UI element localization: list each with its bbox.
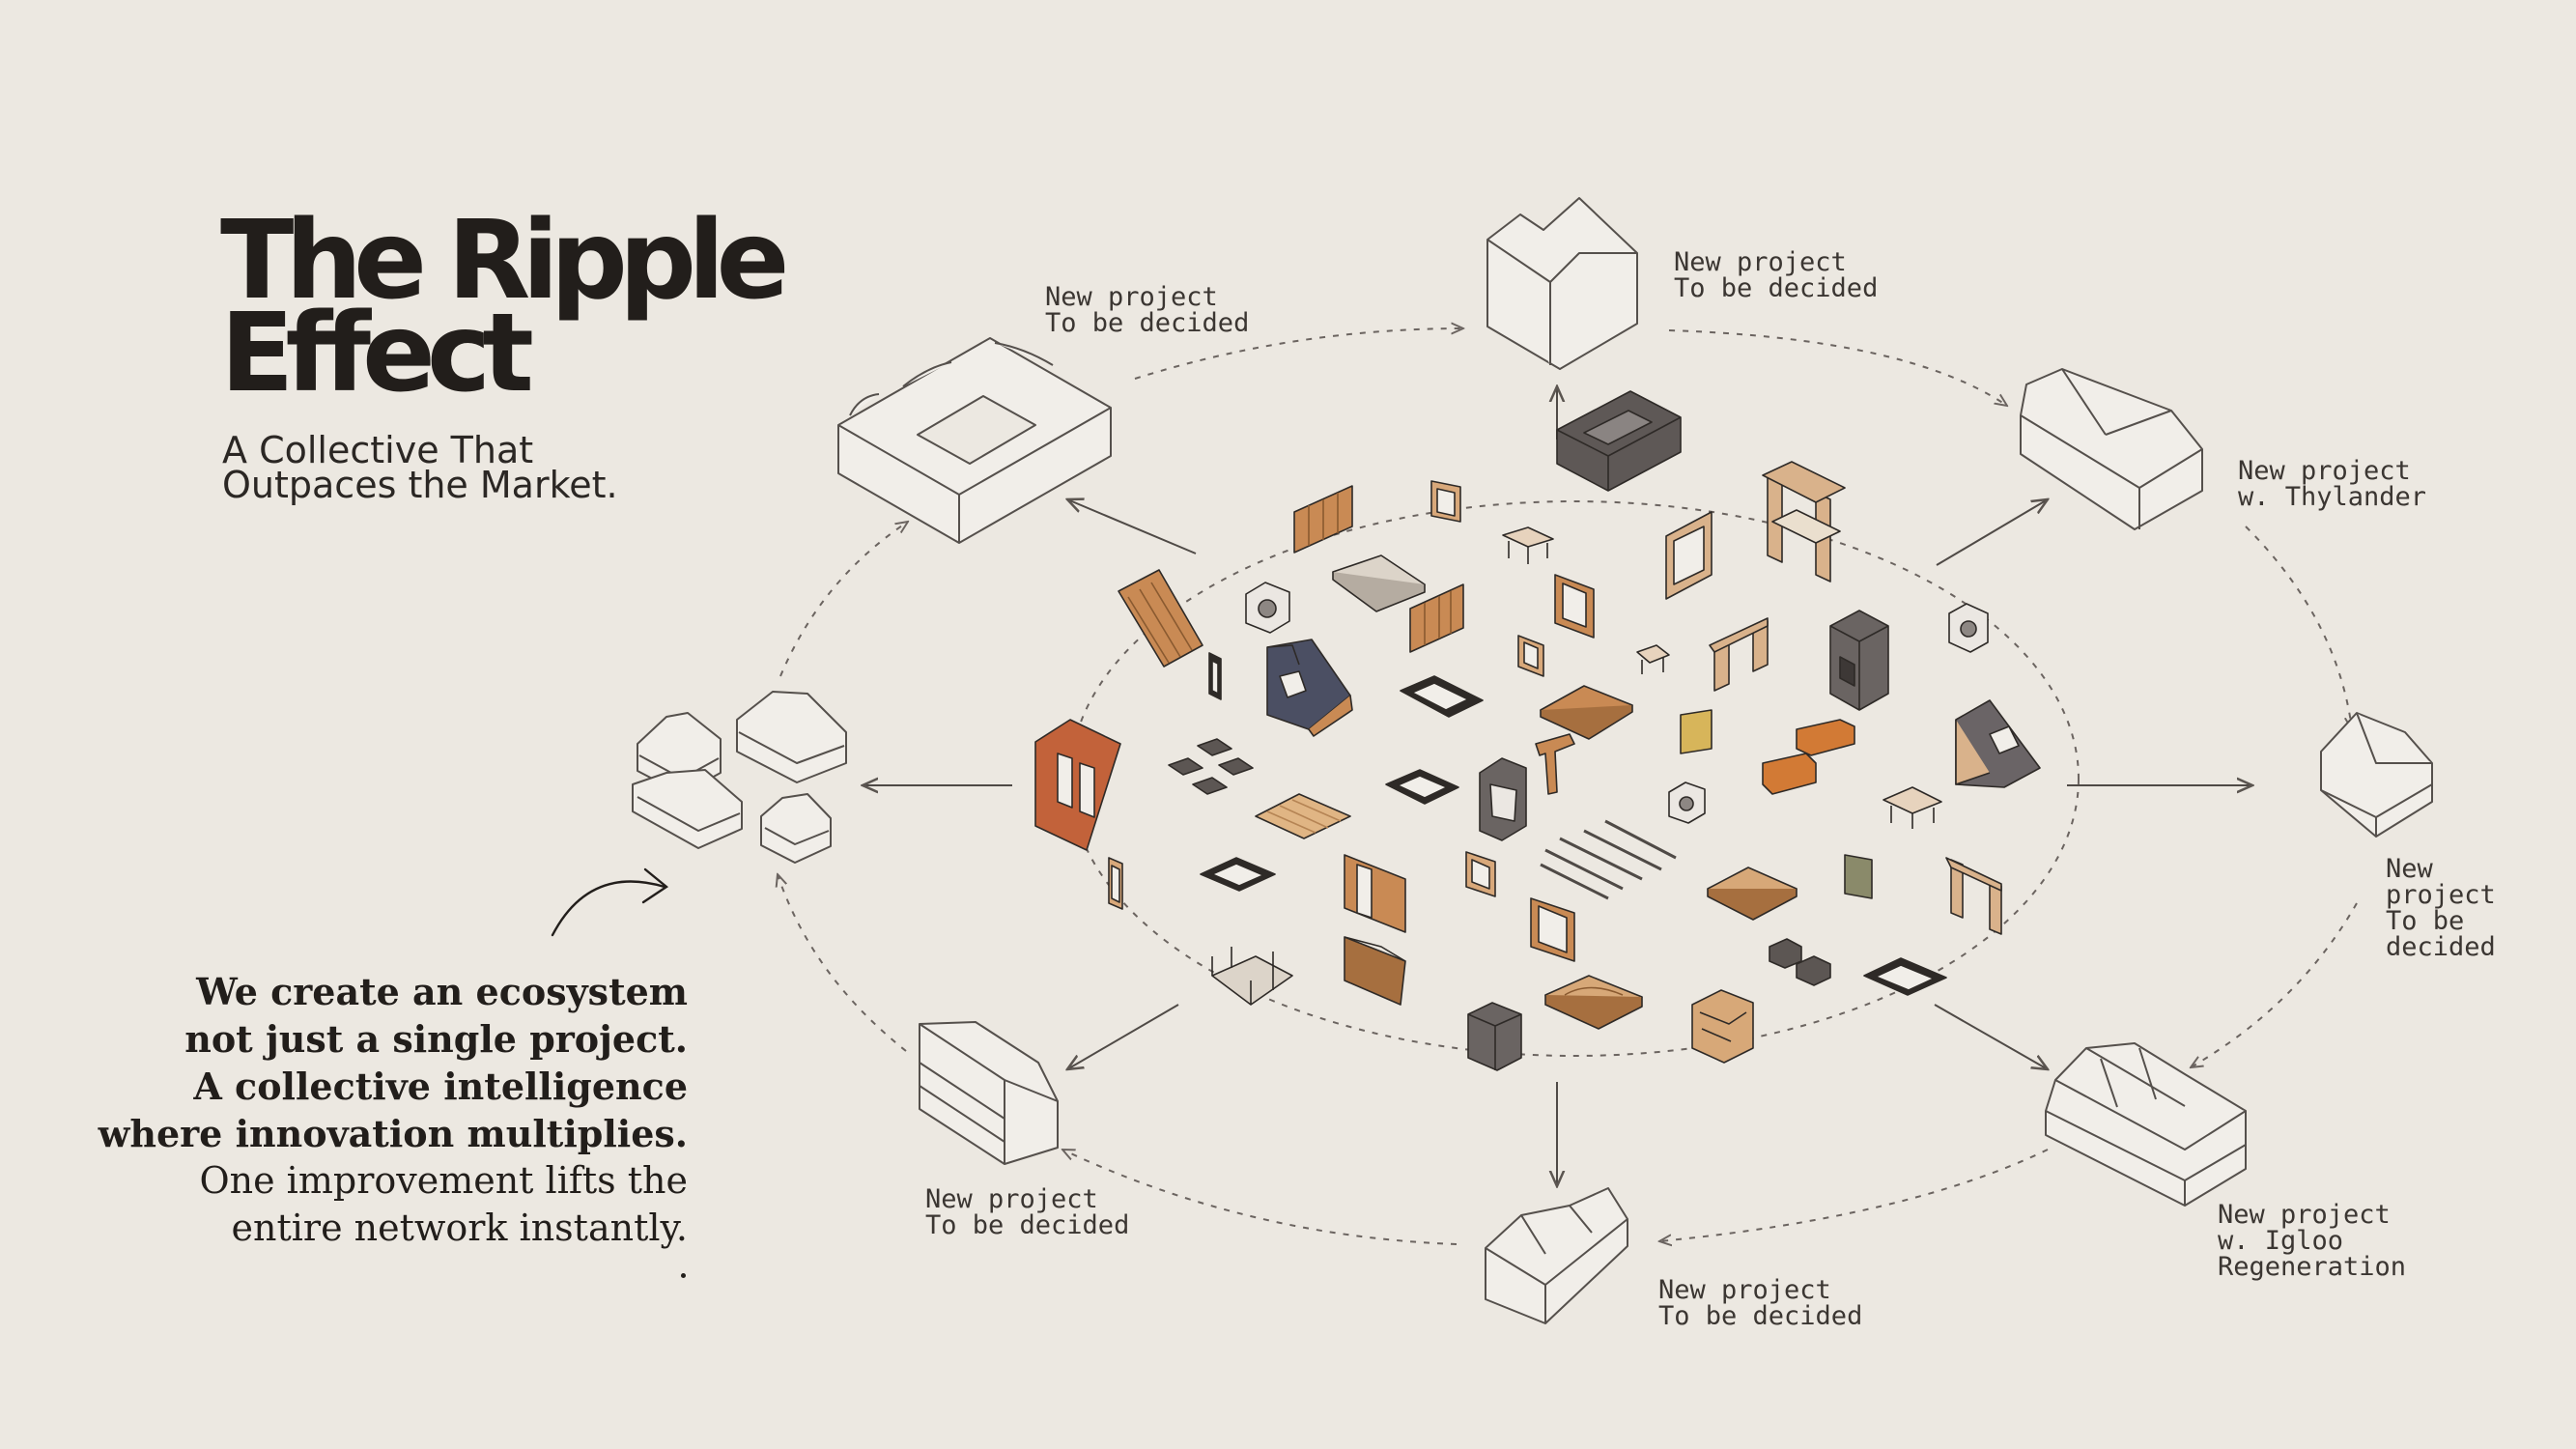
small-door-icon [1108,857,1123,910]
window-unit-icon [1400,675,1484,718]
inner-ring [1069,500,2080,1057]
project-label-line: New [2386,854,2433,884]
heat-pump-icon [1245,582,1290,634]
balcony-icon [1211,947,1293,1006]
frame-wall-icon [1709,617,1769,692]
radial-arrows [863,386,2252,1186]
courtyard-building-icon [837,337,1112,544]
project-label: New project To be decided [1658,1277,1862,1329]
timber-wall-icon [1344,936,1406,1006]
project-label-line: New project [1658,1275,1831,1305]
chair-icon [1636,644,1670,674]
house-bottom-icon [1485,1187,1628,1324]
curved-arrow-icon [551,867,669,937]
chimney-module-icon [1467,1002,1522,1071]
statement-regular-line: entire network instantly. [231,1207,688,1249]
project-label-line: To be decided [1674,273,1879,303]
component-icons [1034,390,2041,1071]
title-line-2: Effect [220,291,534,416]
floor-tile-icon [1540,685,1633,740]
statement-bold-line: A collective intelligence [193,1065,688,1108]
deck-platform-icon [1544,975,1643,1030]
project-label: New project To be decided [2386,856,2496,960]
heat-pump-right-icon [1948,603,1989,653]
roof-panel-icon [1118,569,1203,668]
project-label-line: New project [2238,456,2411,486]
project-label-line: To be decided [1045,308,1250,338]
project-label-line: decided [2386,932,2496,962]
project-label-line: To be decided [925,1210,1130,1240]
outer-ring [778,328,2358,1244]
roof-module-right-icon [1955,699,2041,788]
project-label: New project w. Thylander [2238,458,2426,510]
project-label-line: Regeneration [2218,1252,2407,1282]
beam-t-icon [1535,733,1575,795]
small-window-frame-icon [1465,851,1496,897]
project-label-line: To be [2386,906,2465,936]
project-label: New project To be decided [1045,284,1249,336]
window-icon [1385,769,1459,805]
igloo-building-icon [2045,1042,2247,1207]
l-shaped-bench-icon [1762,719,1855,795]
house-right-icon [2320,712,2433,838]
step-blocks-icon [1769,938,1831,986]
wood-panel-icon [1409,583,1464,653]
stair-frame-icon [1762,461,1846,582]
period-dot [681,1273,686,1278]
subtitle-line-1: A Collective That [222,429,534,471]
heat-pump-small-icon [1668,781,1706,824]
project-label-line: w. Thylander [2238,482,2427,512]
yellow-panel-icon [1680,709,1713,754]
title-line-1: The Ripple [220,198,789,324]
window-wall-icon [1665,511,1713,600]
wood-wall-panel-icon [1293,485,1353,554]
block-bottom-left-icon [919,1021,1059,1165]
green-panel-icon [1844,854,1873,899]
project-label-line: w. Igloo [2218,1226,2344,1256]
page-subtitle: A Collective That Outpaces the Market. [222,429,618,506]
project-label-line: New project [925,1184,1098,1214]
project-label-line: New project [2218,1200,2391,1230]
statement-bold-line: We create an ecosystem [196,970,688,1013]
floor-slab-icon [1332,554,1426,612]
project-label-line: New project [1045,282,1218,312]
foundation-pads-icon [1168,738,1254,795]
floor-section-icon [1707,867,1798,921]
corner-frame-icon [1945,857,2002,935]
wall-opening-icon [1344,854,1406,933]
screw-piles-icon [1540,819,1677,900]
door-frame-icon [1554,574,1595,639]
project-label: New project w. Igloo Regeneration [2218,1202,2406,1280]
statement-bold-line: where innovation multiplies. [98,1112,688,1155]
ecosystem-statement: We create an ecosystem not just a single… [99,968,688,1252]
project-label-line: New project [1674,247,1847,277]
window-low-icon [1200,857,1276,892]
cluster-houses-icon [632,691,847,864]
house-top-icon [1486,197,1638,370]
glazed-door-icon [1530,897,1575,962]
stove-icon [1829,610,1889,711]
project-label-line: To be decided [1658,1301,1863,1331]
project-label: New project To be decided [925,1186,1129,1238]
stair-module-icon [1691,989,1754,1064]
window-sash-icon [1863,957,1947,996]
project-label-line: project [2386,880,2496,910]
spiral-stair-icon [1479,757,1527,841]
wood-deck-icon [1255,793,1351,839]
window-frame-icon [1208,652,1222,700]
small-frame-icon [1517,635,1544,677]
small-window-icon [1430,480,1461,523]
subtitle-line-2: Outpaces the Market. [222,464,618,506]
dining-table-icon [1882,786,1942,829]
thylander-building-icon [2020,368,2203,530]
dining-set-icon [1502,526,1554,564]
kitchen-module-icon [1556,390,1682,492]
dark-roof-module-icon [1266,639,1353,737]
page-title: The Ripple Effect [220,198,789,416]
statement-bold-line: not just a single project. [184,1017,688,1061]
terracotta-roof-icon [1034,719,1121,851]
statement-regular-line: One improvement lifts the [199,1159,688,1202]
project-label: New project To be decided [1674,249,1878,301]
